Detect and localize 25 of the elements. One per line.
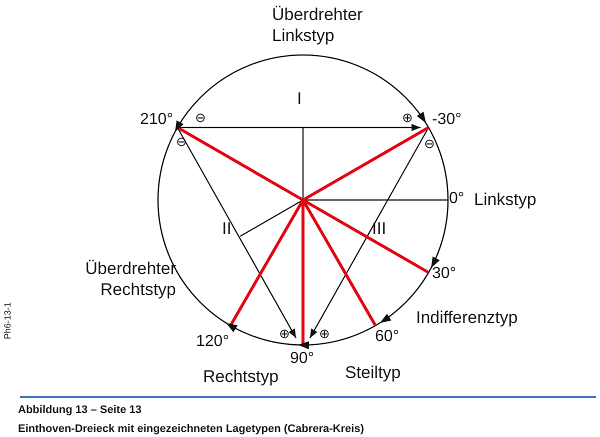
polarity-sign: ⊖: [176, 134, 187, 150]
lead-label: III: [372, 218, 386, 240]
type-label: Steiltyp: [345, 362, 401, 384]
type-label: Indifferenztyp: [416, 307, 518, 328]
type-label: Linkstyp: [474, 189, 536, 210]
type-label: Überdrehter Linkstyp: [272, 4, 364, 46]
type-label: Überdrehter Rechtstyp: [84, 258, 176, 300]
angle-label: 0°: [449, 189, 464, 209]
angle-label: 120°: [196, 332, 230, 352]
lead-label: I: [297, 88, 302, 110]
polarity-sign: ⊕: [402, 110, 413, 126]
polarity-sign: ⊖: [195, 110, 206, 126]
angle-label: 60°: [375, 327, 400, 347]
type-label: Rechtstyp: [203, 366, 279, 388]
angle-label: 210°: [140, 110, 174, 130]
polarity-sign: ⊕: [279, 326, 290, 342]
footer-text: Abbildung 13 – Seite 13: [18, 404, 142, 418]
polarity-sign: ⊕: [319, 326, 330, 342]
angle-label: 30°: [432, 264, 456, 284]
figure-code: Ph6-13-1: [1, 301, 14, 342]
angle-label: 90°: [290, 349, 314, 369]
figure-caption: Einthoven-Dreieck mit eingezeichneten Lagetypen (Cabrera-Kreis): [18, 422, 364, 437]
angle-label: -30°: [432, 110, 462, 130]
polarity-sign: ⊖: [424, 136, 435, 152]
lead-label: II: [222, 218, 232, 240]
